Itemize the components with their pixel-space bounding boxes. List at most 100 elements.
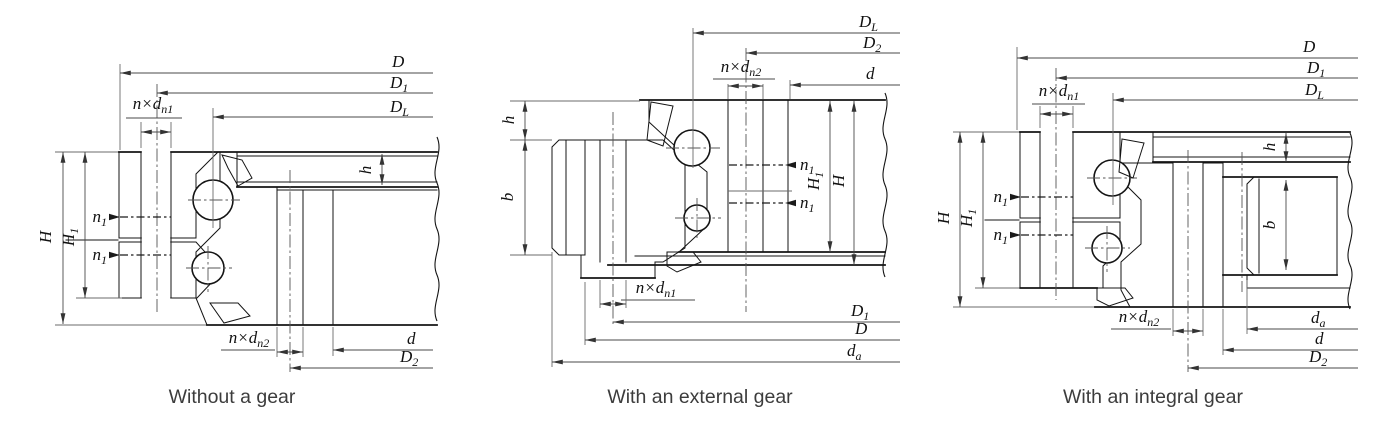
dim-DL: DL: [692, 12, 900, 168]
dim-H1: H1: [957, 132, 1020, 289]
svg-text:H1: H1: [59, 228, 81, 247]
dim-H: H: [934, 132, 963, 307]
dim-H: H: [36, 152, 66, 324]
svg-text:D2: D2: [1308, 347, 1327, 369]
grease-hole-n1-upper: n1: [994, 187, 1073, 209]
svg-text:n1: n1: [994, 225, 1009, 247]
svg-text:D1: D1: [1306, 58, 1325, 80]
dim-D1: D1: [613, 301, 900, 325]
dim-b: b: [1260, 180, 1289, 270]
svg-text:n1: n1: [93, 245, 108, 267]
svg-text:H: H: [934, 210, 953, 225]
dim-D1: D1: [157, 73, 433, 96]
svg-text:n1: n1: [800, 155, 815, 177]
svg-text:D: D: [854, 319, 868, 338]
svg-text:n×dn1: n×dn1: [133, 94, 173, 116]
grease-hole-n1-lower: n1: [729, 193, 815, 215]
svg-text:d: d: [407, 329, 416, 348]
caption: Without a gear: [169, 386, 296, 408]
dim-d: d: [789, 64, 900, 99]
svg-text:H1: H1: [804, 172, 826, 191]
dim-D: D: [584, 282, 900, 345]
svg-text:n×dn2: n×dn2: [721, 57, 761, 79]
seal-top: [646, 101, 674, 147]
svg-text:d: d: [866, 64, 875, 83]
break-line: [882, 92, 888, 278]
plain-ring: [648, 99, 729, 253]
svg-text:DL: DL: [858, 12, 878, 34]
svg-text:da: da: [1311, 308, 1326, 330]
dim-n-dn2: n×dn2: [221, 327, 304, 357]
diagram-integral-gear: D D1 DL n×dn1 H: [934, 37, 1358, 408]
svg-text:n1: n1: [800, 193, 815, 215]
dim-h: h: [499, 100, 640, 141]
svg-text:DL: DL: [389, 97, 409, 119]
svg-text:h: h: [1260, 143, 1279, 152]
seal-top: [221, 154, 253, 187]
support-block: [302, 189, 334, 326]
diagram-external-gear: DL D2 n×dn2 d h: [498, 12, 900, 408]
dim-DL: DL: [1112, 80, 1358, 205]
seal-bottom: [209, 302, 251, 324]
plain-ring-outer-part: [762, 99, 789, 253]
dim-D: D: [1016, 37, 1358, 130]
break-line: [434, 136, 440, 322]
dim-h: h: [356, 154, 385, 185]
dim-H1: H1: [804, 101, 833, 252]
dimensions: DL D2 n×dn2 d h: [498, 12, 900, 367]
svg-text:n1: n1: [93, 207, 108, 229]
dim-d: d: [332, 327, 433, 356]
dim-da: da: [551, 252, 900, 367]
svg-text:n×dn1: n×dn1: [636, 278, 676, 300]
svg-text:n×dn1: n×dn1: [1039, 81, 1079, 103]
seal-bottom: [666, 251, 702, 273]
dim-da: da: [1246, 280, 1358, 334]
dim-D: D: [119, 52, 433, 150]
dim-h: h: [1260, 133, 1289, 162]
grease-hole-n1-upper: n1: [729, 155, 815, 177]
grease-hole-n1-lower: n1: [93, 245, 171, 267]
dim-n-dn1: n×dn1: [126, 94, 182, 148]
seal-bottom: [1096, 287, 1134, 307]
bearing-section: [55, 84, 440, 372]
grease-hole-n1-lower: n1: [994, 225, 1073, 247]
svg-text:D: D: [391, 52, 405, 71]
geared-ring-outer-part: [1202, 162, 1224, 308]
svg-text:H: H: [829, 173, 848, 188]
dim-D2: D2: [746, 33, 900, 56]
inner-ring-upper: [1019, 131, 1121, 219]
svg-text:h: h: [499, 116, 518, 125]
dim-D2: D2: [1188, 347, 1358, 371]
svg-text:H1: H1: [957, 209, 979, 228]
diagram-without-gear: D D1 DL n×dn1 H: [36, 52, 440, 408]
svg-text:d: d: [1315, 329, 1324, 348]
dim-n-dn2: n×dn2: [1111, 307, 1204, 336]
dim-D1: D1: [1056, 58, 1358, 81]
svg-text:D2: D2: [862, 33, 881, 55]
bearing-section: [953, 68, 1353, 372]
svg-text:D: D: [1302, 37, 1316, 56]
svg-text:H: H: [36, 229, 55, 244]
dim-n-dn1: n×dn1: [599, 278, 695, 308]
dim-d: d: [1222, 309, 1358, 355]
seal-top: [1118, 138, 1145, 179]
dim-n-dn2: n×dn2: [713, 57, 775, 99]
break-line: [1347, 132, 1353, 310]
svg-text:DL: DL: [1304, 80, 1324, 102]
geared-ring: [580, 139, 686, 279]
svg-text:h: h: [356, 166, 375, 175]
svg-text:n×dn2: n×dn2: [229, 328, 269, 350]
bolt-hole-inner: [141, 150, 171, 300]
svg-text:n×dn2: n×dn2: [1119, 307, 1159, 329]
svg-text:n1: n1: [994, 187, 1009, 209]
bolt-hole-inner: [1040, 130, 1073, 290]
grease-hole-n1-upper: n1: [93, 207, 171, 229]
dimensions: D D1 DL n×dn1 H: [36, 52, 433, 371]
dim-b: b: [498, 140, 552, 256]
svg-text:da: da: [847, 341, 862, 363]
geared-outer-ring: [1120, 162, 1174, 308]
dim-n-dn1: n×dn1: [1032, 81, 1085, 128]
bearing-section: [551, 48, 888, 326]
